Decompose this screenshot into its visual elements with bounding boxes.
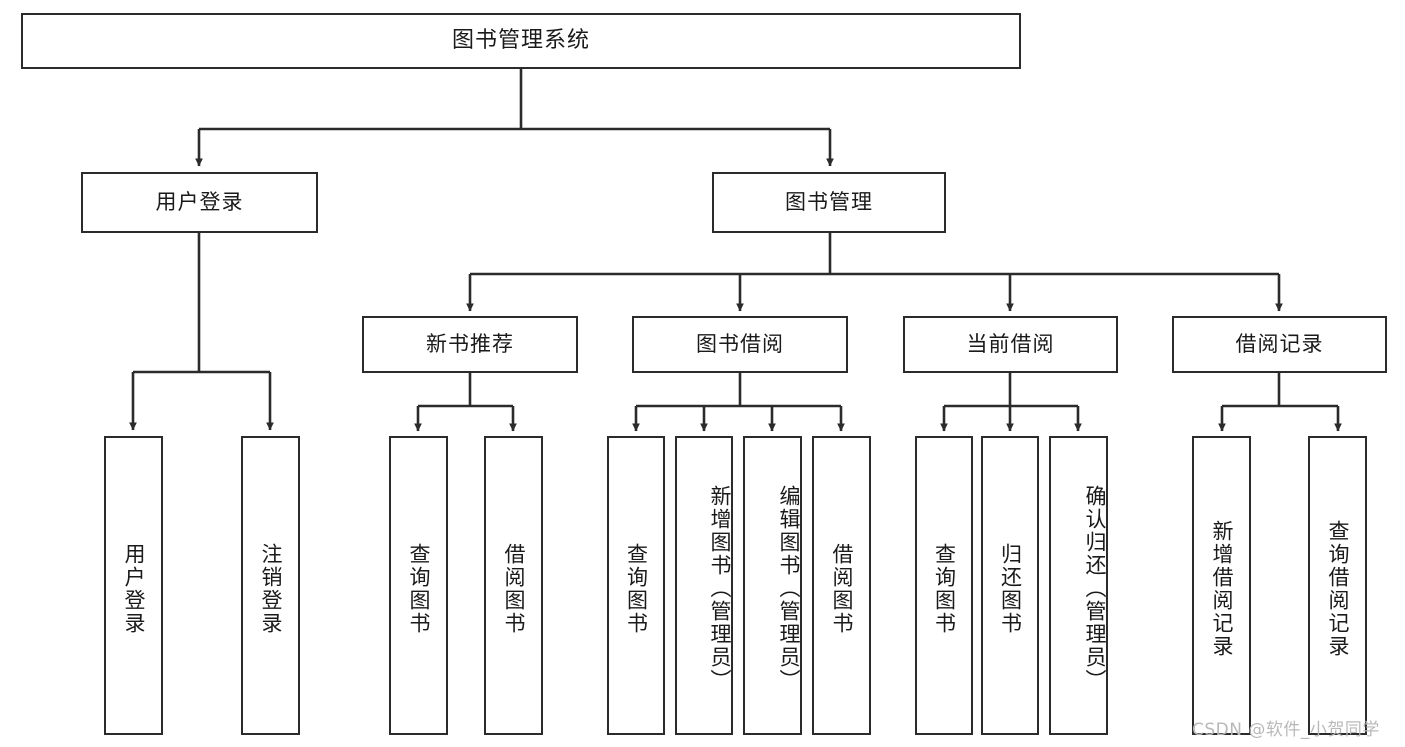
leaf-logout-login[interactable]: 注销登录 (241, 436, 300, 735)
leaf-query-book-recommend[interactable]: 查询图书 (389, 436, 448, 735)
csdn-watermark: CSDN @软件_小贺同学 (1192, 720, 1380, 740)
node-new-book-recommend[interactable]: 新书推荐 (362, 316, 578, 373)
node-root-system[interactable]: 图书管理系统 (21, 13, 1021, 69)
node-user-login[interactable]: 用户登录 (81, 172, 318, 233)
leaf-add-book[interactable]: 新增图书（管理员） (675, 436, 733, 735)
leaf-query-borrow-record[interactable]: 查询借阅记录 (1308, 436, 1367, 735)
leaf-query-book-borrow[interactable]: 查询图书 (607, 436, 665, 735)
leaf-user-login[interactable]: 用户登录 (104, 436, 163, 735)
node-borrow-record[interactable]: 借阅记录 (1172, 316, 1387, 373)
leaf-edit-book[interactable]: 编辑图书（管理员） (743, 436, 802, 735)
leaf-borrow-book[interactable]: 借阅图书 (812, 436, 871, 735)
leaf-return-book[interactable]: 归还图书 (981, 436, 1039, 735)
leaf-add-borrow-record[interactable]: 新增借阅记录 (1192, 436, 1251, 735)
node-current-borrow[interactable]: 当前借阅 (903, 316, 1118, 373)
leaf-borrow-book-recommend[interactable]: 借阅图书 (484, 436, 543, 735)
node-book-management[interactable]: 图书管理 (712, 172, 946, 233)
node-book-borrow[interactable]: 图书借阅 (632, 316, 848, 373)
leaf-confirm-return[interactable]: 确认归还（管理员） (1049, 436, 1108, 735)
leaf-query-book-current[interactable]: 查询图书 (915, 436, 973, 735)
